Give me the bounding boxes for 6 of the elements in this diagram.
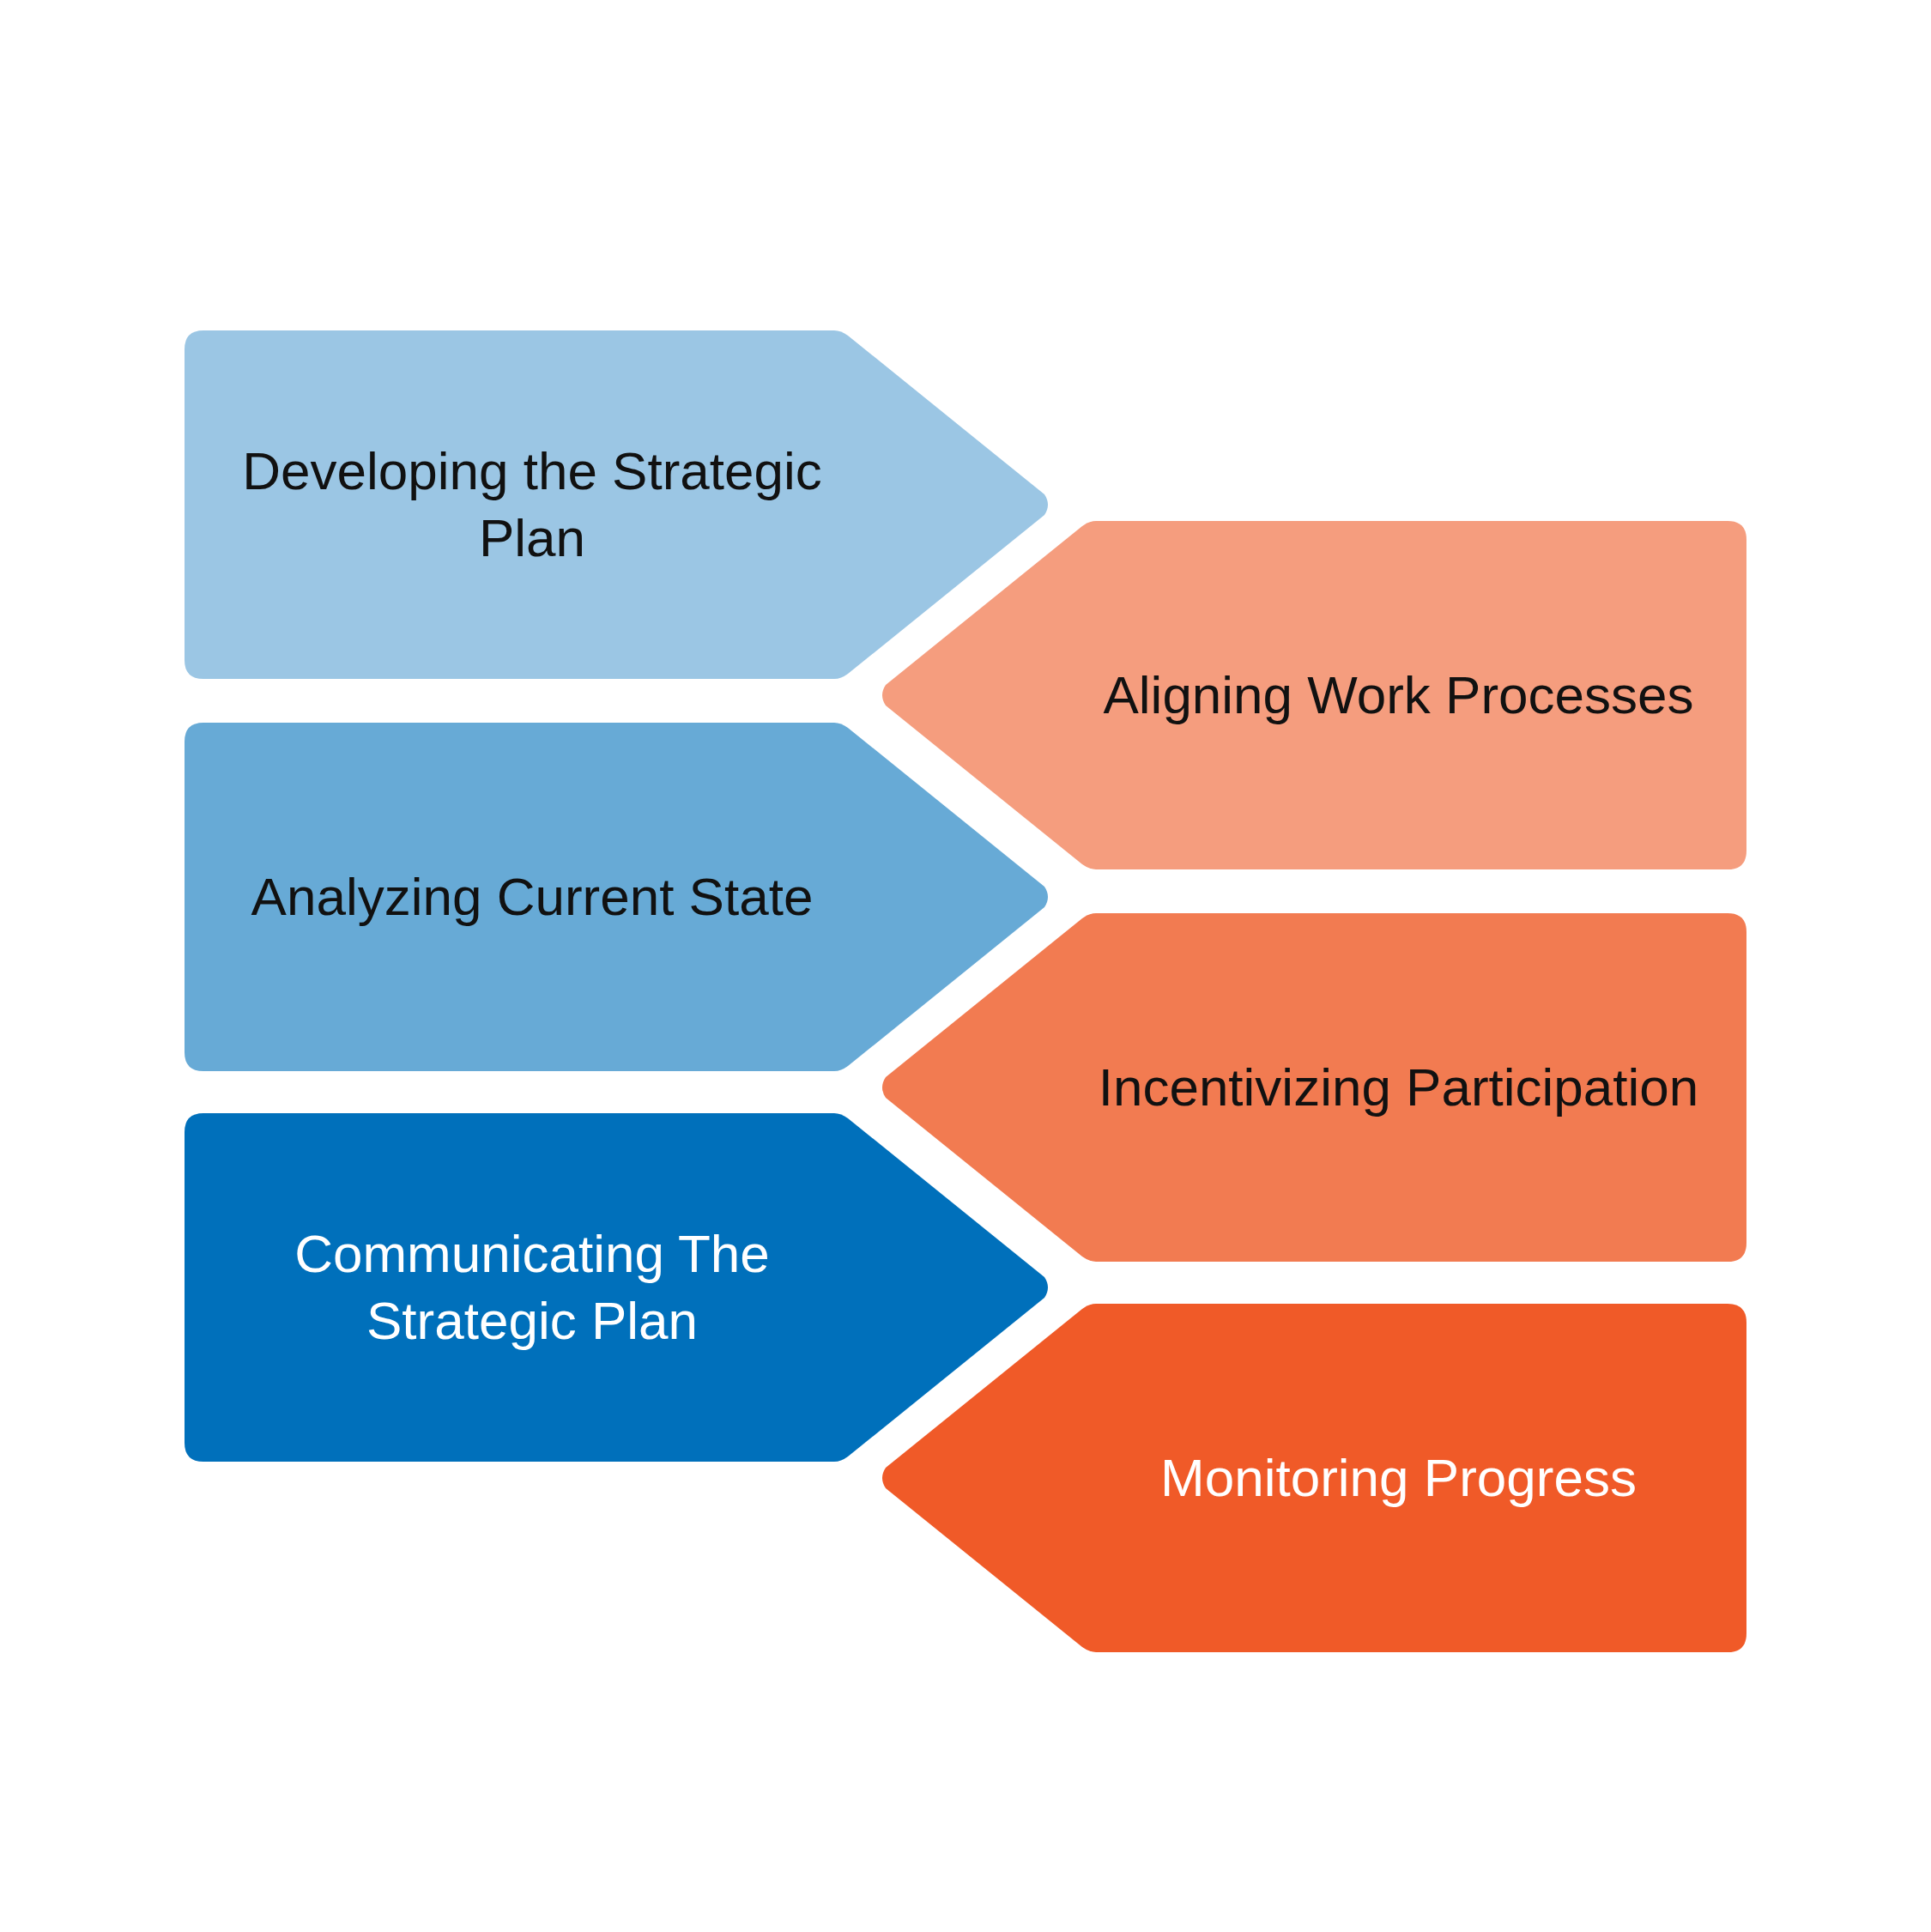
- step-label: Incentivizing Participation: [1098, 1057, 1699, 1118]
- step-label: Developing the Strategic Plan: [241, 440, 823, 569]
- step-label: Aligning Work Processes: [1103, 664, 1694, 726]
- step-label: Analyzing Current State: [251, 866, 814, 928]
- step-label: Monitoring Progress: [1160, 1447, 1637, 1509]
- step-label: Communicating The Strategic Plan: [294, 1223, 771, 1352]
